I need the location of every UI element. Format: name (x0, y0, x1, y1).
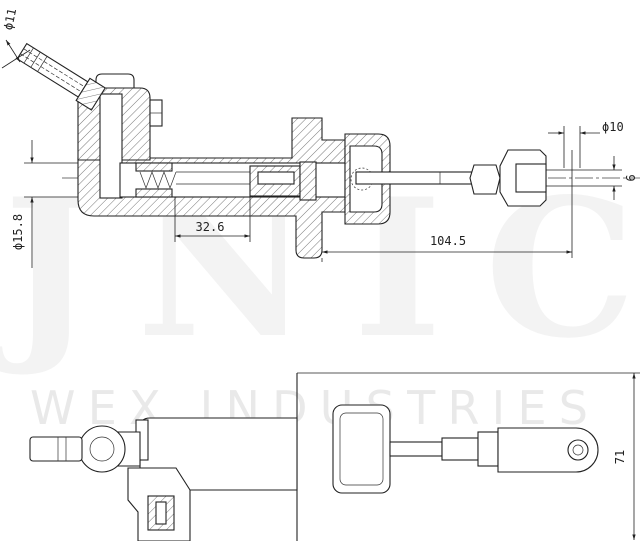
inlet-cap (95, 73, 135, 89)
piston-seal (299, 161, 317, 201)
dim-inlet-dia-label: ϕ11 (1, 7, 19, 31)
dim-bore-dia-label: ϕ15.8 (11, 214, 25, 250)
inlet-passage (99, 93, 123, 199)
seal-upper (135, 162, 173, 172)
dim-bore-dia: ϕ15.8 (11, 140, 78, 268)
seal-lower (135, 188, 173, 198)
dim-stroke: 32.6 (174, 197, 251, 242)
piston-core (257, 171, 295, 185)
dim-line (5, 39, 21, 63)
nipple-bore (20, 53, 82, 93)
port-ring-inner (89, 436, 115, 462)
plan-clevis (497, 427, 599, 473)
spring (139, 171, 177, 189)
nipple-ridge (23, 47, 34, 64)
dim-eye-dia-label: ϕ10 (602, 120, 624, 134)
inlet-nipple (16, 42, 106, 111)
dim-inlet-dia: ϕ11 (1, 7, 31, 69)
dim-length: 104.5 (321, 150, 573, 262)
dim-flange-height-label: 71 (613, 450, 627, 464)
outlet-nut-core (155, 501, 167, 525)
dim-stroke-label: 32.6 (196, 220, 225, 234)
rod-nut (469, 164, 501, 195)
clevis-slot (515, 163, 547, 193)
plan-boot-inner (339, 412, 384, 486)
port-ring (78, 425, 126, 473)
clevis-hole (567, 439, 589, 461)
clevis-hole-inner (572, 444, 584, 456)
plan-rod (389, 441, 443, 457)
dim-eye-width-label: 9 (623, 174, 637, 181)
plan-view: 71 (29, 372, 640, 541)
plan-nut (477, 431, 499, 467)
dim-length-label: 104.5 (430, 234, 466, 248)
dim-eye-dia: ϕ10 (548, 120, 624, 168)
watermark-brand: WEX INDUSTRIES (30, 381, 590, 435)
push-rod (355, 171, 475, 185)
plan-nipple (29, 436, 83, 462)
section-view: ϕ11 ϕ15.8 32.6 104.5 (1, 7, 640, 268)
plan-rod-thread (441, 437, 479, 461)
plan-boot (332, 404, 391, 494)
nipple-collar (75, 77, 106, 111)
dim-flange-height: 71 (613, 373, 636, 540)
nipple-ridge (37, 56, 48, 72)
nipple-ridge (30, 51, 41, 68)
dim-eye-width: 9 (546, 156, 637, 200)
